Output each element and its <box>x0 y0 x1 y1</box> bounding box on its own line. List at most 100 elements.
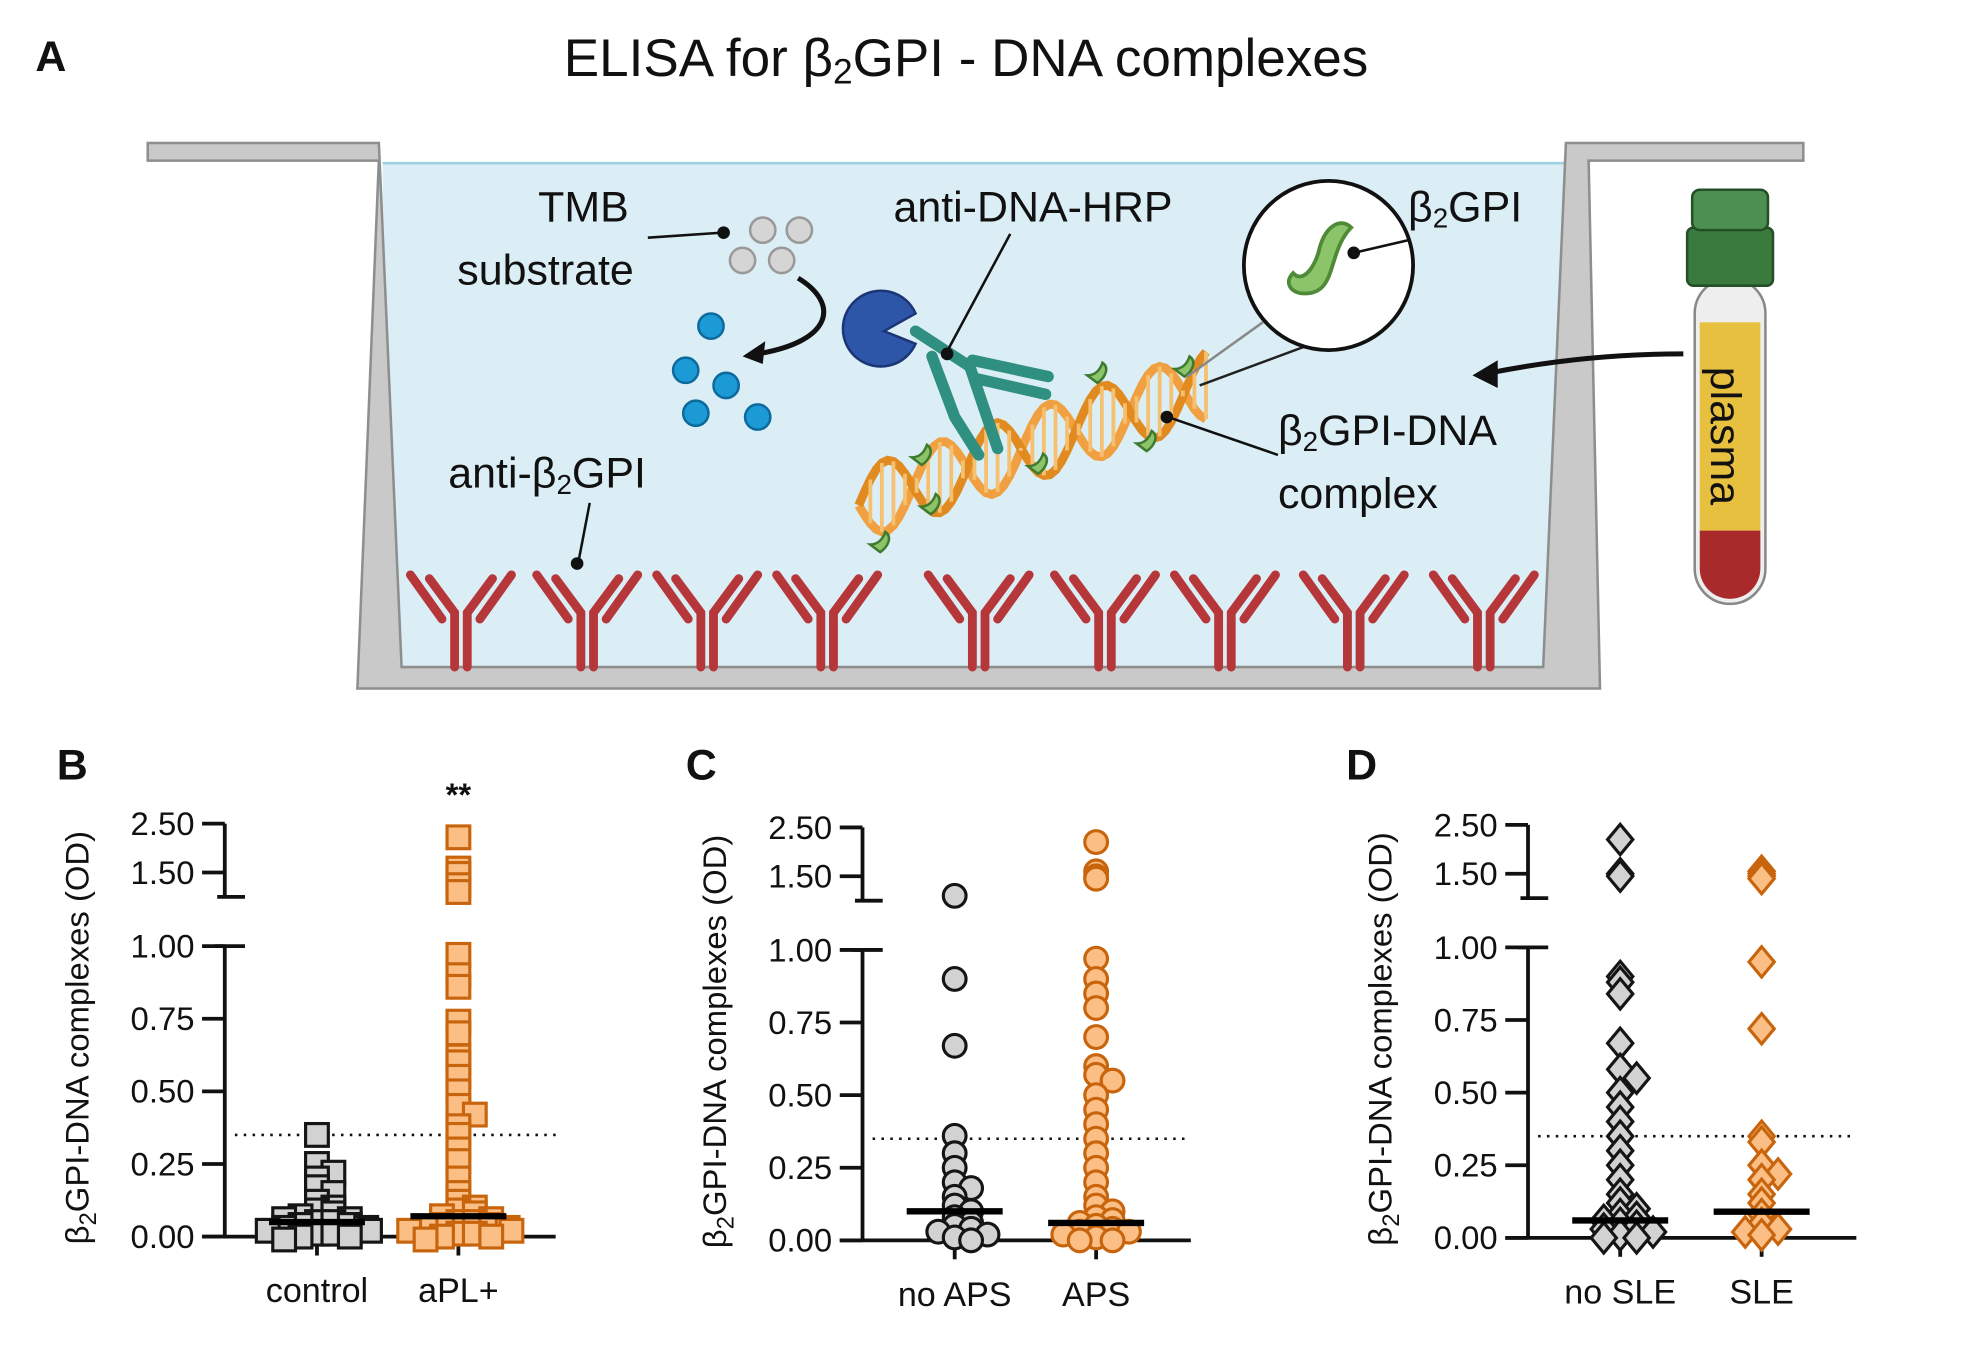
data-point <box>941 882 968 909</box>
data-point <box>1083 865 1110 892</box>
y-tick-label: 0.25 <box>768 1149 832 1186</box>
data-point <box>304 1121 330 1148</box>
tmb-label-line1: TMB <box>538 183 629 231</box>
data-point <box>412 1226 439 1253</box>
reaction-arrow-icon <box>757 275 827 357</box>
x-category-label: aPL+ <box>418 1272 499 1310</box>
panel-letter: D <box>1346 741 1377 789</box>
oxidized-product-icon <box>671 312 772 431</box>
y-tick-label: 1.50 <box>768 858 832 895</box>
b2gpi-molecule-icon <box>916 492 941 516</box>
y-tick-label: 0.75 <box>131 1000 195 1037</box>
x-category-label: APS <box>1062 1276 1130 1314</box>
x-category-label: no APS <box>898 1276 1012 1314</box>
data-point <box>445 879 472 905</box>
complex-label-line2: complex <box>1278 470 1438 518</box>
tmb-substrate-icon <box>728 216 814 275</box>
y-tick-label: 1.00 <box>768 931 832 968</box>
y-axis-lower <box>1505 947 1857 1240</box>
y-tick-label: 0.00 <box>1434 1219 1498 1256</box>
y-tick-label: 0.75 <box>1434 1001 1498 1038</box>
data-point <box>445 1020 472 1047</box>
dna-helix-icon <box>854 349 1210 554</box>
y-axis-upper <box>214 823 245 949</box>
b2gpi-label: β2GPI <box>1408 183 1522 233</box>
data-point <box>1083 829 1110 856</box>
anti-dna-hrp-icon <box>841 289 1054 461</box>
y-tick-label: 0.50 <box>1434 1074 1498 1111</box>
data-point <box>941 966 968 992</box>
data-point <box>1066 1227 1093 1254</box>
anti-dna-hrp-label: anti-DNA-HRP <box>893 183 1172 231</box>
capture-antibody-icon <box>652 570 763 672</box>
data-point <box>445 824 472 851</box>
significance-annotation: ** <box>446 776 472 813</box>
data-point <box>1621 1060 1652 1096</box>
anti-b2gpi-label: anti-β2GPI <box>448 450 646 500</box>
capture-antibody-icon <box>405 570 516 672</box>
data-point <box>1083 995 1110 1021</box>
capture-antibody-icon <box>1298 570 1409 672</box>
y-tick-label: 0.50 <box>131 1073 195 1110</box>
panel-letter: C <box>686 741 717 789</box>
b2gpi-molecule-icon <box>907 442 932 467</box>
panel-a-title: ELISA for β2GPI - DNA complexes <box>564 29 1368 92</box>
y-tick-label: 0.25 <box>1434 1147 1498 1184</box>
panel-letter: B <box>57 741 88 789</box>
y-tick-label: 1.00 <box>131 928 195 965</box>
capture-antibody-icon <box>772 570 883 672</box>
blood-tube-icon: plasma <box>1685 188 1775 606</box>
b2gpi-molecule-icon <box>1132 428 1157 453</box>
y-tick-label: 2.50 <box>131 805 195 842</box>
y-axis-label: β2GPI-DNA complexes (OD) <box>1362 832 1406 1245</box>
y-axis-upper <box>852 827 883 952</box>
data-point <box>1605 821 1635 858</box>
y-tick-label: 0.00 <box>768 1222 832 1259</box>
capture-antibody-icon <box>532 570 643 672</box>
data-point <box>1746 1011 1777 1047</box>
data-point <box>1746 944 1777 980</box>
capture-antibodies <box>405 570 1539 672</box>
y-axis-lower <box>839 949 1191 1243</box>
y-tick-label: 1.50 <box>1434 855 1498 892</box>
b2gpi-molecule-icon <box>1083 360 1108 385</box>
data-point <box>478 1223 505 1250</box>
data-point <box>941 1032 968 1059</box>
data-point <box>336 1223 363 1250</box>
b2gpi-magnifier-icon <box>1186 178 1415 387</box>
capture-antibody-icon <box>923 570 1034 672</box>
data-point <box>1621 1220 1652 1256</box>
data-point <box>1605 976 1635 1012</box>
y-tick-label: 0.00 <box>131 1218 195 1255</box>
y-axis-label: β2GPI-DNA complexes (OD) <box>58 831 102 1244</box>
data-point <box>1099 1227 1126 1254</box>
data-point <box>1083 1024 1110 1051</box>
x-category-label: no SLE <box>1564 1274 1676 1312</box>
y-axis-label: β2GPI-DNA complexes (OD) <box>696 835 740 1248</box>
capture-antibody-icon <box>1050 570 1160 672</box>
data-point <box>1746 860 1777 897</box>
data-point <box>1746 1217 1777 1253</box>
plasma-label: plasma <box>1701 367 1749 505</box>
y-tick-label: 0.25 <box>131 1145 195 1182</box>
b2gpi-molecule-icon <box>866 529 891 554</box>
complex-label-line1: β2GPI-DNA <box>1278 407 1497 457</box>
y-tick-label: 0.75 <box>768 1004 832 1041</box>
panel-a: A ELISA for β2GPI - DNA complexes <box>35 29 1805 690</box>
b2gpi-molecule-icon <box>1024 451 1049 476</box>
hrp-enzyme-icon <box>841 289 918 368</box>
y-tick-label: 2.50 <box>1434 806 1498 843</box>
data-point <box>445 973 472 1000</box>
b2gpi-molecule-icon <box>1170 354 1195 379</box>
panel-letter-a: A <box>35 33 66 81</box>
y-tick-label: 1.50 <box>131 854 195 891</box>
y-tick-label: 1.00 <box>1434 929 1498 966</box>
y-axis-lower <box>202 946 556 1239</box>
x-category-label: SLE <box>1729 1274 1793 1312</box>
capture-antibody-icon <box>1170 570 1280 672</box>
